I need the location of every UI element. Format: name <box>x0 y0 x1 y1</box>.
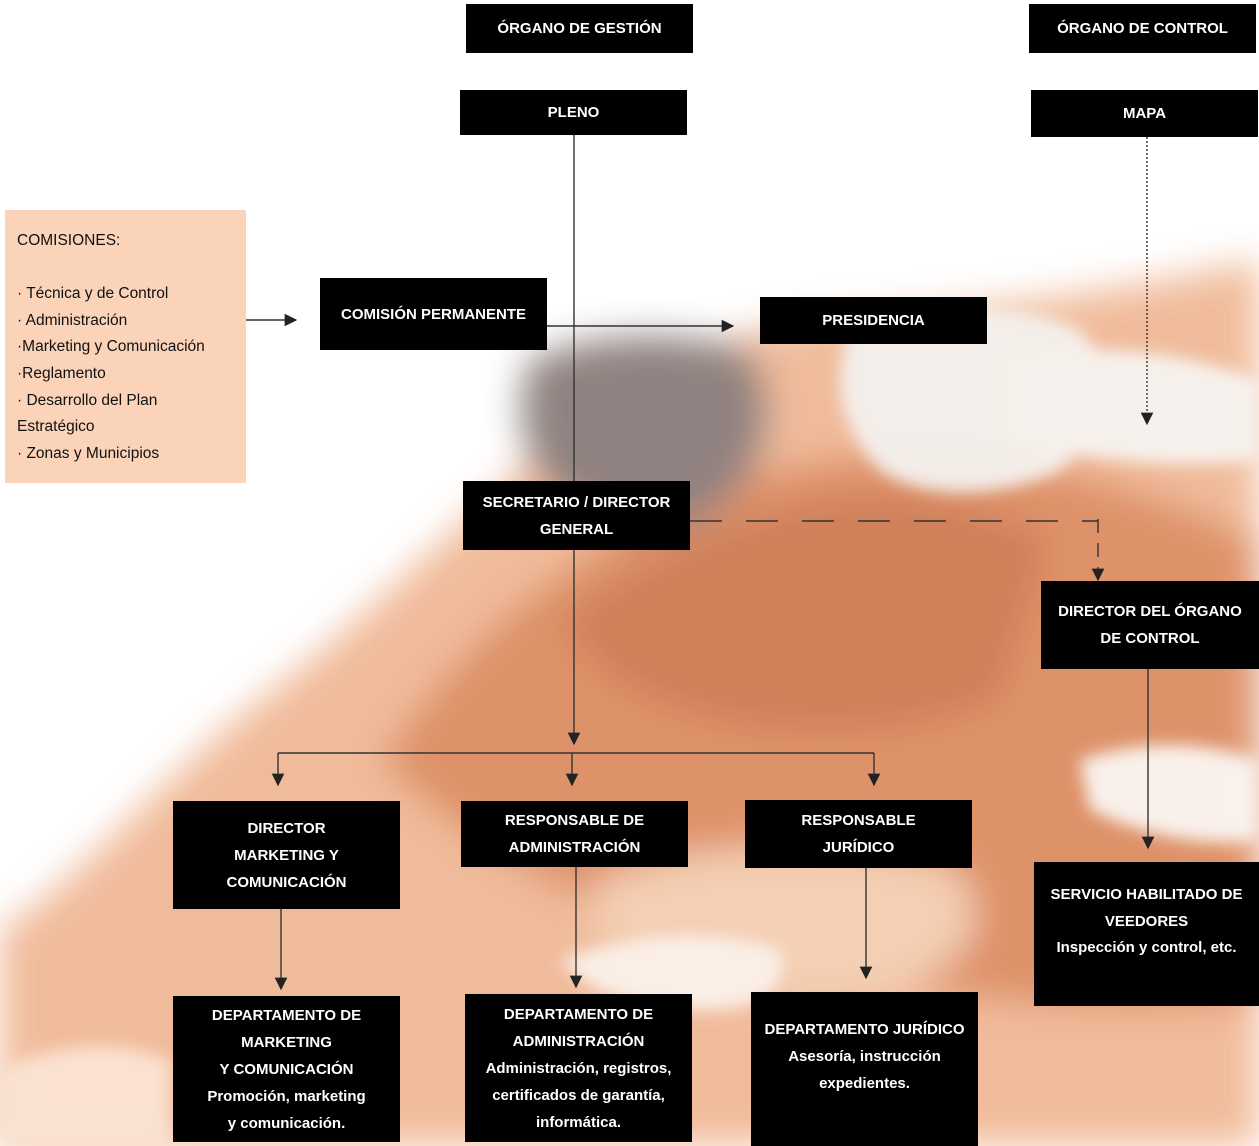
comisiones-spacer <box>17 255 236 282</box>
node-director-marketing-line: COMUNICACIÓN <box>226 873 347 891</box>
organo-gestion-header: ÓRGANO DE GESTIÓN <box>466 4 693 53</box>
node-servicio-veedores-line: Inspección y control, etc. <box>1056 939 1237 956</box>
node-presidencia: PRESIDENCIA <box>760 297 987 344</box>
node-departamento-marketing: DEPARTAMENTO DE MARKETING Y COMUNICACIÓN… <box>173 996 400 1142</box>
node-director-control-line: DE CONTROL <box>1100 630 1200 647</box>
node-mapa-line: MAPA <box>1122 105 1167 122</box>
node-dep-marketing-line: y comunicación. <box>227 1114 346 1132</box>
node-responsable-juridico: RESPONSABLE JURÍDICO <box>745 800 972 868</box>
node-director-marketing-line: MARKETING Y <box>234 846 339 864</box>
node-dep-marketing-line: Promoción, marketing <box>207 1087 366 1105</box>
comisiones-item: · Administración <box>17 311 128 329</box>
node-dep-marketing-line: MARKETING <box>241 1033 332 1051</box>
node-director-marketing-line: DIRECTOR <box>247 819 326 837</box>
node-resp-administracion-line: RESPONSABLE DE <box>504 812 645 829</box>
node-resp-juridico-line: RESPONSABLE <box>801 812 916 829</box>
node-resp-juridico-line: JURÍDICO <box>822 839 895 856</box>
comisiones-item: · Desarrollo del Plan <box>17 391 158 409</box>
node-dep-administracion-line: certificados de garantía, <box>492 1086 665 1104</box>
node-secretario-line: GENERAL <box>539 520 614 538</box>
node-dep-marketing-line: DEPARTAMENTO DE <box>211 1006 362 1024</box>
node-mapa: MAPA <box>1031 90 1258 137</box>
node-servicio-veedores: SERVICIO HABILITADO DE VEEDORES Inspecci… <box>1034 862 1259 1006</box>
node-dep-administracion-line: Administración, registros, <box>485 1059 672 1077</box>
node-dep-administracion-line: informática. <box>535 1113 622 1131</box>
node-comision-permanente-line: COMISIÓN PERMANENTE <box>340 305 526 323</box>
node-departamento-administracion: DEPARTAMENTO DE ADMINISTRACIÓN Administr… <box>465 994 692 1142</box>
node-presidencia-line: PRESIDENCIA <box>822 312 925 329</box>
node-director-marketing: DIRECTOR MARKETING Y COMUNICACIÓN <box>173 801 400 909</box>
node-servicio-veedores-line: SERVICIO HABILITADO DE <box>1050 886 1243 903</box>
node-director-organo-control: DIRECTOR DEL ÓRGANO DE CONTROL <box>1041 581 1259 669</box>
comisiones-item: ·Reglamento <box>17 364 106 382</box>
node-dep-administracion-line: ADMINISTRACIÓN <box>512 1032 645 1050</box>
node-dep-juridico-line: expedientes. <box>819 1075 910 1092</box>
comisiones-item: · Zonas y Municipios <box>17 444 160 462</box>
node-pleno: PLENO <box>460 90 687 135</box>
comisiones-item: Estratégico <box>17 418 95 436</box>
organo-control-header: ÓRGANO DE CONTROL <box>1029 4 1256 53</box>
node-comision-permanente: COMISIÓN PERMANENTE <box>320 278 547 350</box>
node-dep-administracion-line: DEPARTAMENTO DE <box>503 1005 654 1023</box>
node-secretario-director-general: SECRETARIO / DIRECTOR GENERAL <box>463 481 690 550</box>
comisiones-item: · Técnica y de Control <box>17 285 169 303</box>
node-resp-administracion-line: ADMINISTRACIÓN <box>508 839 641 856</box>
comisiones-item: ·Marketing y Comunicación <box>17 338 205 356</box>
comisiones-title: COMISIONES: <box>17 232 121 249</box>
node-dep-marketing-line: Y COMUNICACIÓN <box>219 1060 354 1078</box>
organo-control-header-text: ÓRGANO DE CONTROL <box>1057 20 1228 37</box>
organo-gestion-header-text: ÓRGANO DE GESTIÓN <box>497 20 662 37</box>
node-secretario-line: SECRETARIO / DIRECTOR <box>482 493 671 511</box>
node-departamento-juridico: DEPARTAMENTO JURÍDICO Asesoría, instrucc… <box>751 992 978 1146</box>
node-dep-juridico-line: DEPARTAMENTO JURÍDICO <box>764 1021 965 1038</box>
node-director-control-line: DIRECTOR DEL ÓRGANO <box>1058 603 1242 620</box>
node-responsable-administracion: RESPONSABLE DE ADMINISTRACIÓN <box>461 801 688 867</box>
node-pleno-line: PLENO <box>547 104 600 121</box>
node-dep-juridico-line: Asesoría, instrucción <box>788 1048 941 1065</box>
comisiones-box: COMISIONES: · Técnica y de Control · Adm… <box>5 210 246 483</box>
node-servicio-veedores-line: VEEDORES <box>1104 912 1189 930</box>
